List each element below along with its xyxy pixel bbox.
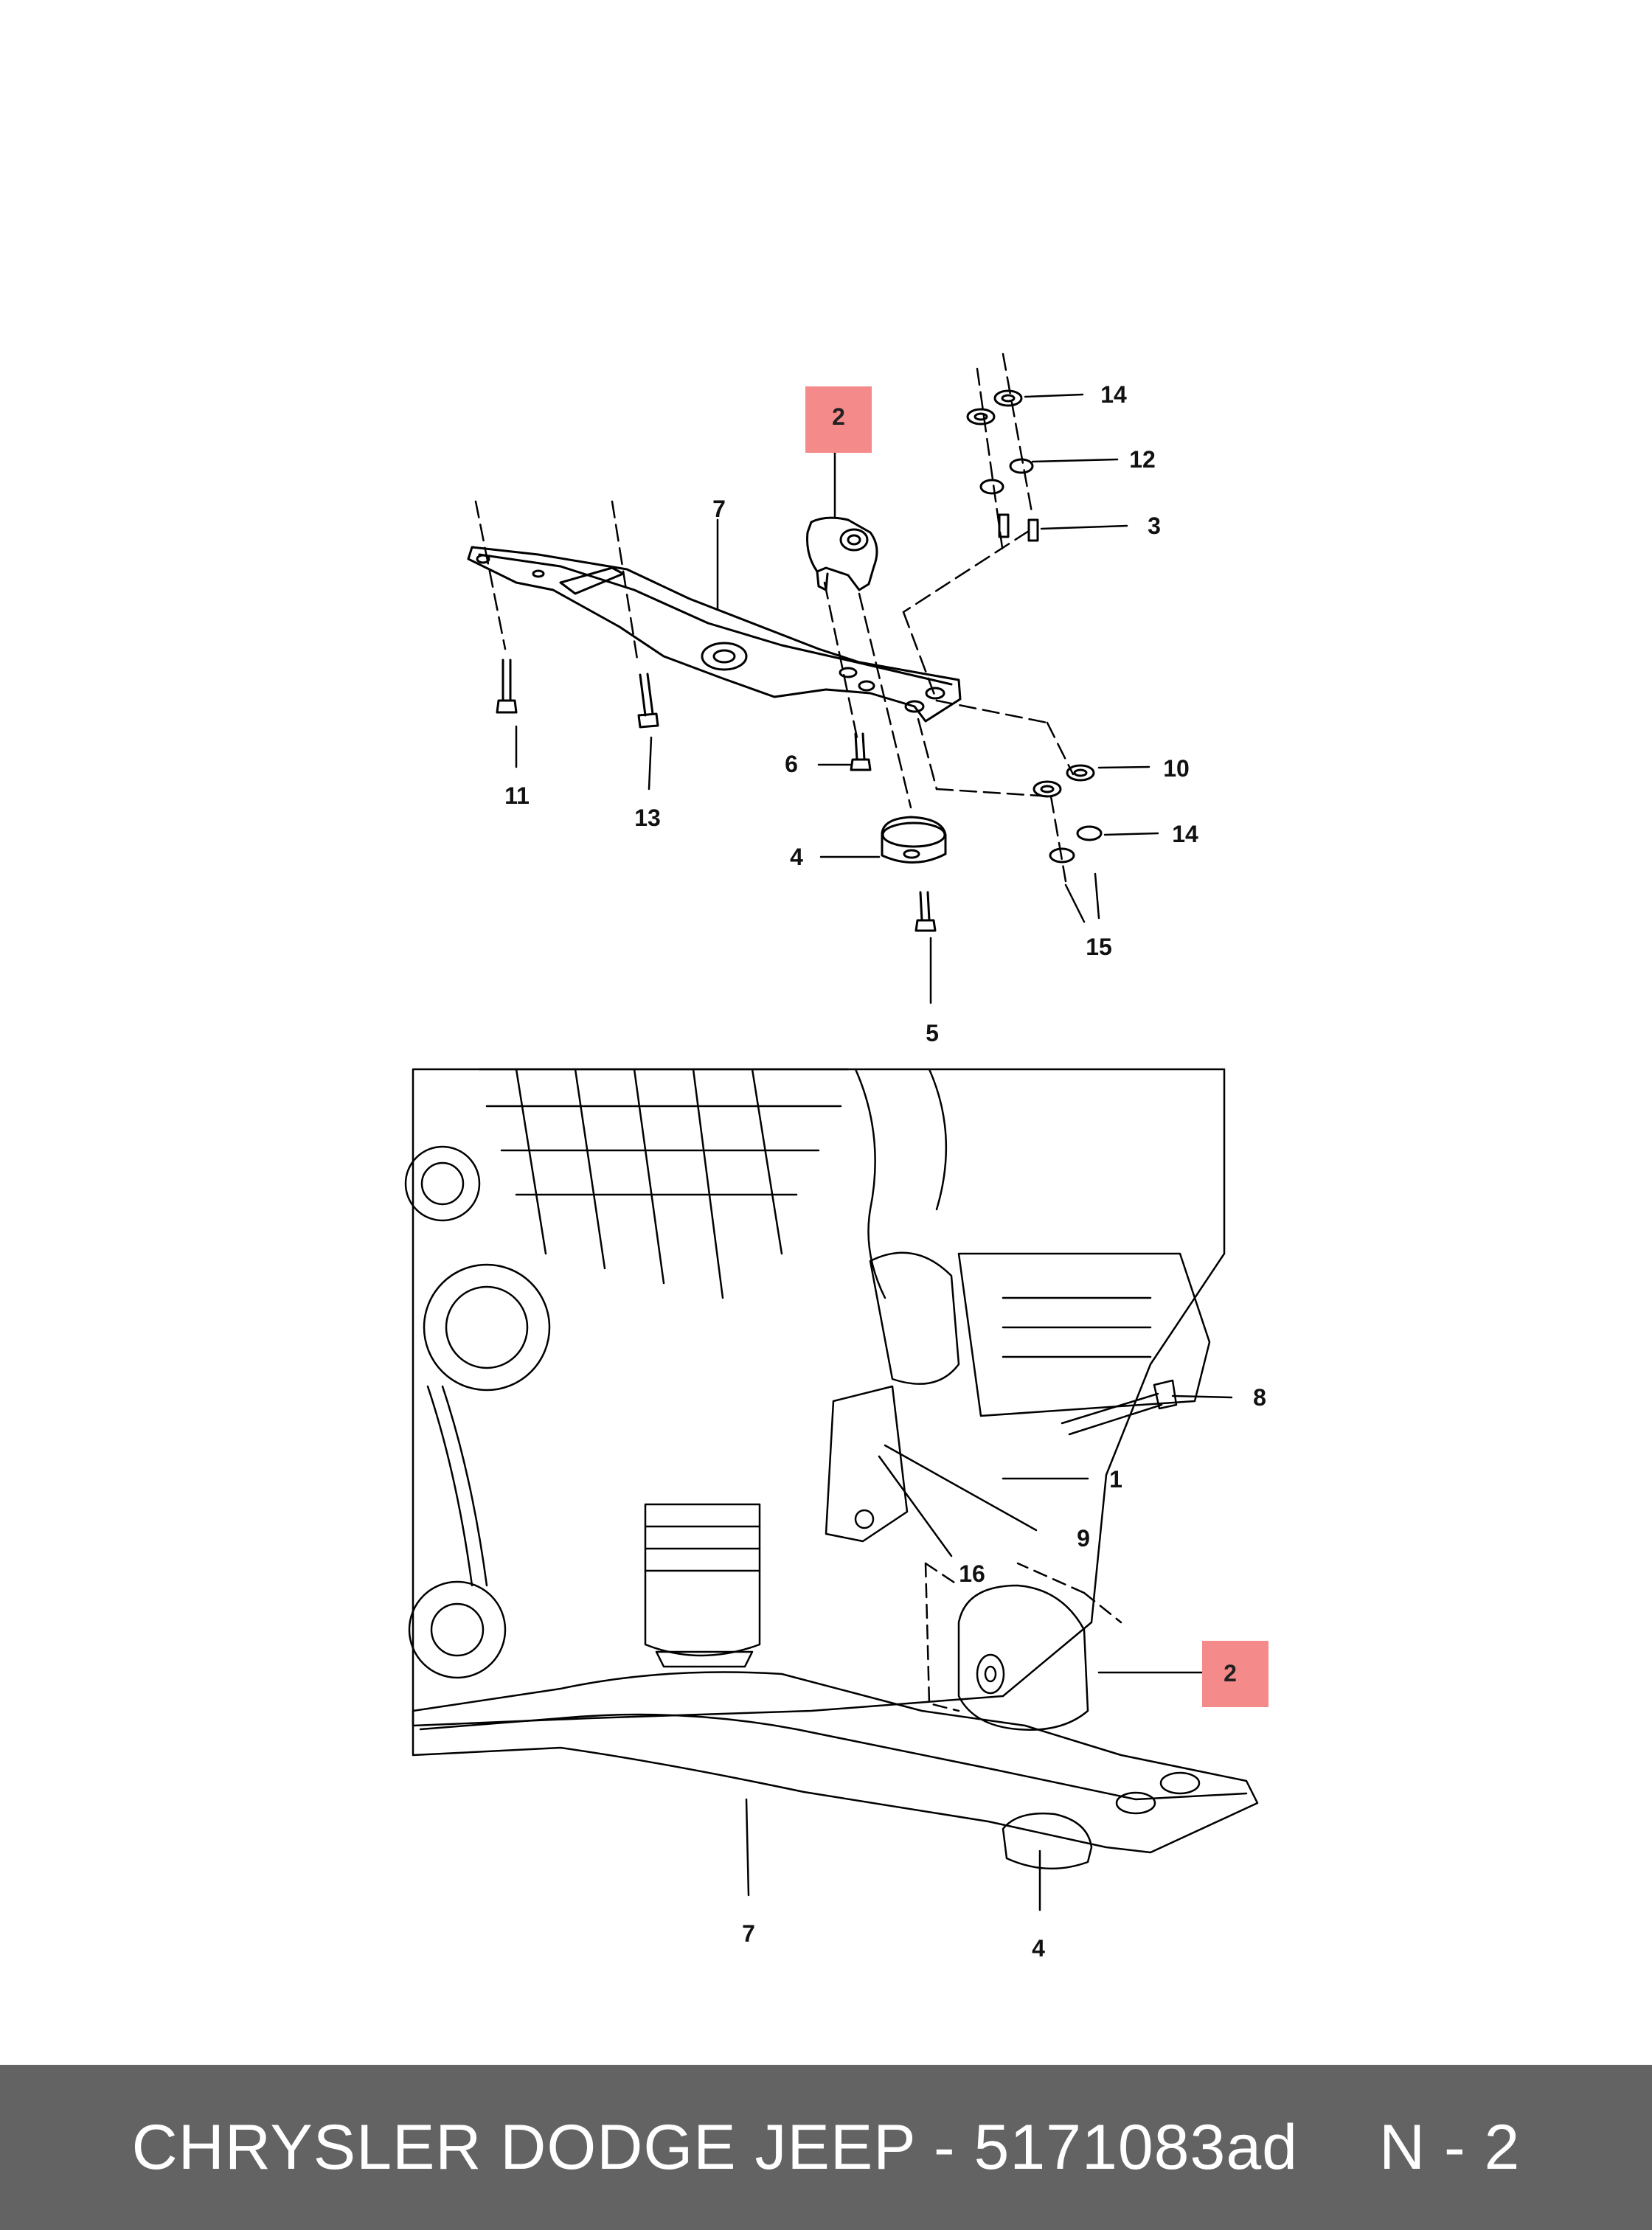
engine-illustration xyxy=(404,1068,1259,1870)
callout-1: 1 xyxy=(1109,1466,1122,1493)
callout-6: 6 xyxy=(785,751,798,777)
callout-11: 11 xyxy=(504,782,530,809)
callout-7-bottom: 7 xyxy=(742,1920,755,1947)
bolt-6 xyxy=(850,732,872,771)
washer-stack-lower xyxy=(1032,764,1103,864)
engine-mount-top xyxy=(806,516,878,591)
callout-16: 16 xyxy=(959,1560,985,1587)
callout-2-bottom: 2 xyxy=(1224,1660,1237,1687)
callout-2-top: 2 xyxy=(832,403,845,430)
footer-bar: CHRYSLER DODGE JEEP - 5171083ad N - 2 xyxy=(0,2065,1652,2230)
callout-5: 5 xyxy=(926,1020,939,1046)
callout-10: 10 xyxy=(1163,755,1190,782)
insulator-4-top xyxy=(881,816,947,864)
footer-brand-part: CHRYSLER DODGE JEEP - 5171083ad xyxy=(131,2111,1298,2183)
bolt-5 xyxy=(914,891,937,932)
callout-14-bottom: 14 xyxy=(1172,821,1198,847)
washer-stack-upper xyxy=(966,389,1039,542)
crossmember-top xyxy=(467,546,962,723)
callout-15: 15 xyxy=(1086,934,1112,960)
callout-9: 9 xyxy=(1077,1525,1090,1552)
callout-14-top: 14 xyxy=(1100,381,1127,408)
parts-diagram: 2 7 14 12 3 11 13 6 10 14 4 15 5 8 1 9 1… xyxy=(404,352,1268,1962)
engine-mount-bottom xyxy=(957,1584,1089,1731)
bolt-13 xyxy=(637,673,659,729)
highlight-box-bottom xyxy=(1202,1641,1268,1707)
callout-8: 8 xyxy=(1253,1384,1266,1411)
footer-page-number: N - 2 xyxy=(1378,2111,1521,2183)
crossmember-bottom xyxy=(412,1671,1259,1854)
callout-3: 3 xyxy=(1148,513,1161,539)
callout-7-top: 7 xyxy=(712,496,726,522)
callout-4-top: 4 xyxy=(790,844,803,870)
callout-13: 13 xyxy=(634,805,661,831)
callout-12: 12 xyxy=(1129,446,1156,473)
highlight-box-top xyxy=(805,386,872,453)
bolt-11 xyxy=(496,659,518,714)
callout-4-bottom: 4 xyxy=(1032,1935,1045,1962)
